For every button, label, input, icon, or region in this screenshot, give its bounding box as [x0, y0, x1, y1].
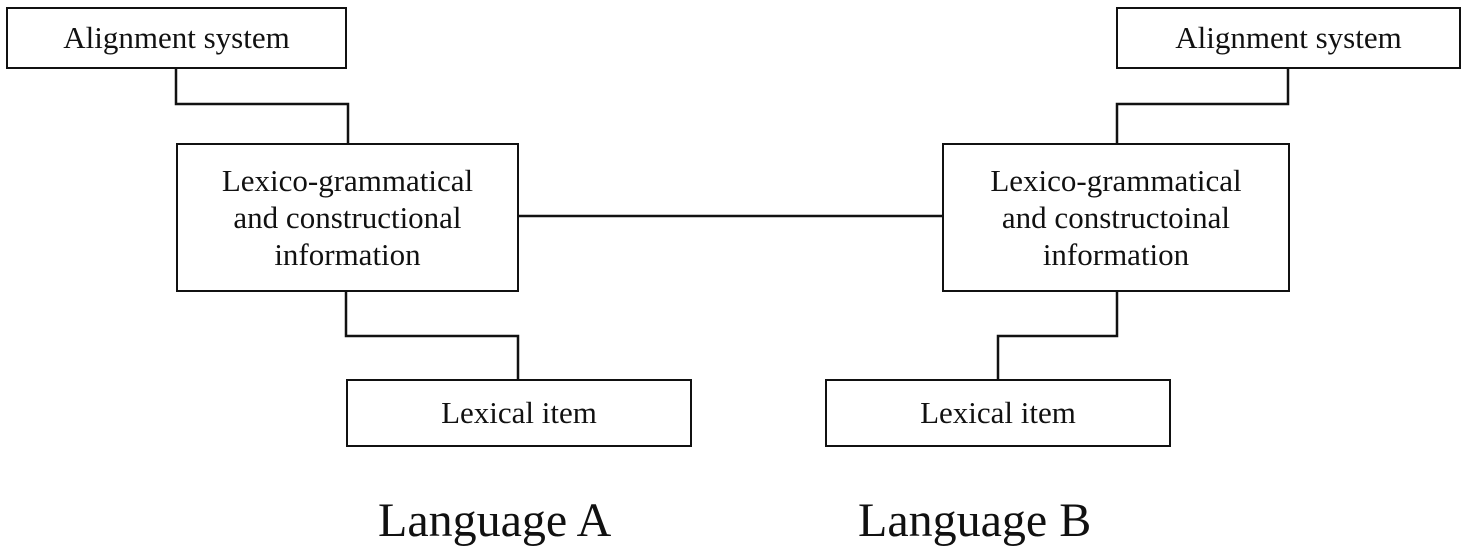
info-line-b-1: Lexico-grammatical [990, 162, 1242, 198]
info-line-a-3: information [274, 237, 421, 273]
info-line-a-1: Lexico-grammatical [221, 162, 474, 198]
connector-b-alignment-to-info [1115, 68, 1290, 144]
alignment-system-label-b: Alignment system [1175, 20, 1402, 56]
connector-a-info-to-lexical [344, 291, 520, 380]
info-line-a-2: and constructional [233, 199, 462, 235]
lexical-item-box-b: Lexical item [825, 379, 1171, 447]
connector-a-alignment-to-info [174, 68, 350, 144]
alignment-system-box-a: Alignment system [6, 7, 347, 69]
alignment-system-box-b: Alignment system [1116, 7, 1461, 69]
lexical-item-label-a: Lexical item [441, 395, 597, 431]
language-a-label: Language A [378, 494, 612, 547]
lexico-grammatical-box-a: Lexico-grammatical and constructional in… [176, 143, 519, 292]
connector-b-info-to-lexical [996, 291, 1119, 380]
lexico-grammatical-box-b: Lexico-grammatical and constructoinal in… [942, 143, 1290, 292]
lexical-item-label-b: Lexical item [920, 395, 1076, 431]
info-line-b-3: information [1042, 237, 1190, 273]
language-b-label: Language B [858, 494, 1092, 547]
lexical-item-box-a: Lexical item [346, 379, 692, 447]
alignment-system-label-a: Alignment system [63, 20, 290, 56]
info-line-b-2: and constructoinal [1001, 199, 1231, 235]
